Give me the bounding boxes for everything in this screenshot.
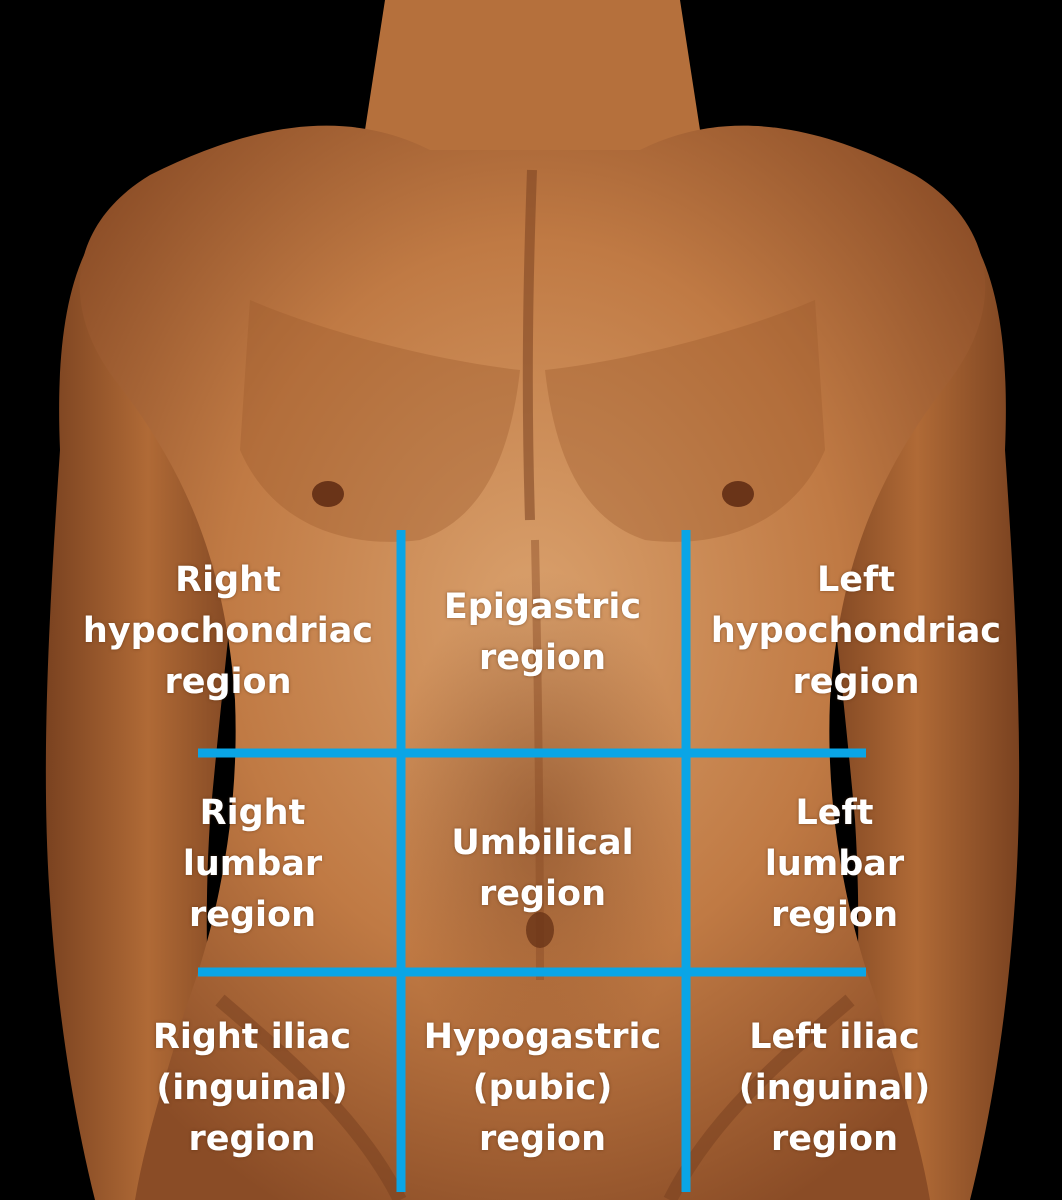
label-line: Right <box>175 560 281 600</box>
right-pectoral-shadow <box>240 300 520 542</box>
label-line: (pubic) <box>472 1068 613 1108</box>
label-right-hypochondriac: Right hypochondriac region <box>68 555 388 708</box>
label-line: Right <box>199 793 306 833</box>
label-line: Epigastric <box>443 587 642 627</box>
abdomen-shadow <box>390 570 690 1090</box>
label-line: (inguinal) <box>156 1068 348 1108</box>
label-line: Right iliac <box>152 1017 352 1057</box>
left-pectoral-shadow <box>545 300 825 542</box>
label-line: Left <box>795 793 874 833</box>
right-groin-fold <box>215 994 407 1200</box>
label-line: region <box>188 895 316 935</box>
label-line: region <box>478 874 606 914</box>
sternum <box>522 169 537 521</box>
left-nipple <box>722 481 754 507</box>
right-nipple <box>312 481 344 507</box>
label-line: region <box>770 1119 898 1159</box>
label-umbilical: Umbilical region <box>410 818 675 920</box>
label-line: Hypogastric <box>423 1017 662 1057</box>
label-hypogastric: Hypogastric (pubic) region <box>405 1012 680 1165</box>
label-epigastric: Epigastric region <box>410 582 675 684</box>
navel <box>526 912 554 948</box>
label-line: (inguinal) <box>738 1068 931 1108</box>
region-grid <box>198 530 866 1192</box>
label-line: lumbar <box>764 844 905 884</box>
label-line: hypochondriac <box>710 611 1002 651</box>
label-right-lumbar: Right lumbar region <box>150 788 355 941</box>
label-line: region <box>478 638 606 678</box>
label-left-lumbar: Left lumbar region <box>732 788 937 941</box>
label-line: Left iliac <box>749 1017 920 1057</box>
label-line: region <box>792 662 920 702</box>
label-line: Umbilical <box>451 823 634 863</box>
label-line: region <box>770 895 898 935</box>
label-line: region <box>188 1119 316 1159</box>
label-line: Left <box>817 560 895 600</box>
label-line: region <box>164 662 292 702</box>
label-right-iliac: Right iliac (inguinal) region <box>132 1012 372 1165</box>
label-left-iliac: Left iliac (inguinal) region <box>712 1012 957 1165</box>
label-line: lumbar <box>182 844 323 884</box>
label-line: region <box>478 1119 606 1159</box>
neck <box>365 0 700 170</box>
label-left-hypochondriac: Left hypochondriac region <box>696 555 1016 708</box>
label-line: hypochondriac <box>82 611 374 651</box>
